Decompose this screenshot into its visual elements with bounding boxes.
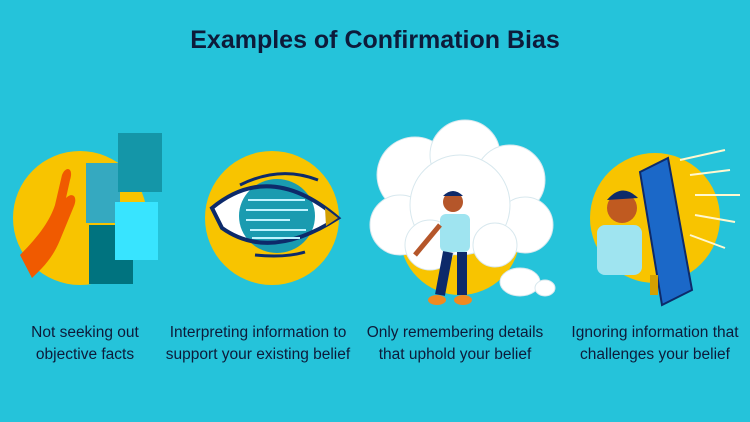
caption-line: Not seeking out <box>31 324 139 341</box>
caption-line: support your existing belief <box>165 346 351 363</box>
example-caption-4: Ignoring information that challenges you… <box>555 322 750 366</box>
caption-line: that uphold your belief <box>378 346 532 363</box>
example-caption-1: Not seeking out objective facts <box>0 322 185 366</box>
caption-line: Interpreting information to <box>169 324 347 341</box>
caption-line: challenges your belief <box>580 346 730 363</box>
person-with-shield-icon <box>590 149 740 307</box>
person-on-thought-cloud-icon <box>369 119 556 305</box>
example-caption-2: Interpreting information to support your… <box>158 322 358 366</box>
example-caption-3: Only remembering details that uphold you… <box>355 322 555 366</box>
eye-with-text-icon <box>205 151 342 285</box>
caption-line: objective facts <box>35 346 135 363</box>
caption-line: Ignoring information that <box>571 324 739 341</box>
hand-blocking-boxes-icon <box>13 133 162 285</box>
page-title: Examples of Confirmation Bias <box>190 26 560 54</box>
caption-line: Only remembering details <box>366 324 544 341</box>
